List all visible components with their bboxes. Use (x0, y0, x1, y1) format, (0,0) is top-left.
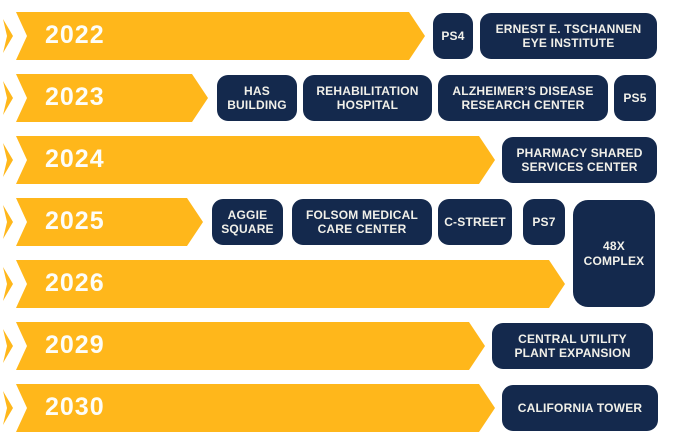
arrow-bar (16, 12, 425, 60)
year-label: 2026 (45, 268, 105, 297)
year-arrow-2024: 2024 (3, 136, 495, 184)
year-arrow-2026: 2026 (3, 260, 565, 308)
year-label: 2024 (45, 144, 105, 173)
chevron-tail-icon (3, 81, 13, 115)
year-arrow-2022: 2022 (3, 12, 425, 60)
arrow-bar (16, 322, 485, 370)
chevron-tail-icon (3, 267, 13, 301)
milestone-box-ps5: PS5 (614, 75, 656, 121)
year-arrow-2029: 2029 (3, 322, 485, 370)
milestone-box-pharmacy-shared-services-center: PHARMACY SHARED SERVICES CENTER (502, 137, 657, 183)
year-label: 2030 (45, 392, 105, 421)
year-arrow-2023: 2023 (3, 74, 208, 122)
arrow-bar (16, 384, 495, 432)
year-label: 2023 (45, 82, 105, 111)
milestone-box-rehabilitation-hospital: REHABILITATION HOSPITAL (303, 75, 432, 121)
milestone-box-ernest-e-tschannen-eye-institute: ERNEST E. TSCHANNEN EYE INSTITUTE (480, 13, 657, 59)
year-label: 2029 (45, 330, 105, 359)
milestone-box-central-utility-plant-expansion: CENTRAL UTILITY PLANT EXPANSION (492, 323, 653, 369)
chevron-tail-icon (3, 391, 13, 425)
chevron-tail-icon (3, 143, 13, 177)
milestone-box-california-tower: CALIFORNIA TOWER (502, 385, 658, 431)
milestone-box-aggie-square: AGGIE SQUARE (212, 199, 283, 245)
arrow-bar (16, 260, 565, 308)
arrow-bar (16, 74, 208, 122)
milestone-box-alzheimer-s-disease-research-center: ALZHEIMER’S DISEASE RESEARCH CENTER (438, 75, 608, 121)
year-label: 2022 (45, 20, 105, 49)
milestone-box-folsom-medical-care-center: FOLSOM MEDICAL CARE CENTER (292, 199, 432, 245)
milestone-box-ps7: PS7 (523, 199, 565, 245)
chevron-tail-icon (3, 19, 13, 53)
year-arrow-2025: 2025 (3, 198, 203, 246)
milestone-box-has-building: HAS BUILDING (217, 75, 297, 121)
year-label: 2025 (45, 206, 105, 235)
year-arrow-2030: 2030 (3, 384, 495, 432)
milestone-box-c-street: C-STREET (438, 199, 512, 245)
arrow-bar (16, 136, 495, 184)
arrow-bar (16, 198, 203, 246)
milestone-box-48x-complex: 48X COMPLEX (573, 200, 655, 307)
chevron-tail-icon (3, 205, 13, 239)
milestone-box-ps4: PS4 (433, 13, 473, 59)
chevron-tail-icon (3, 329, 13, 363)
